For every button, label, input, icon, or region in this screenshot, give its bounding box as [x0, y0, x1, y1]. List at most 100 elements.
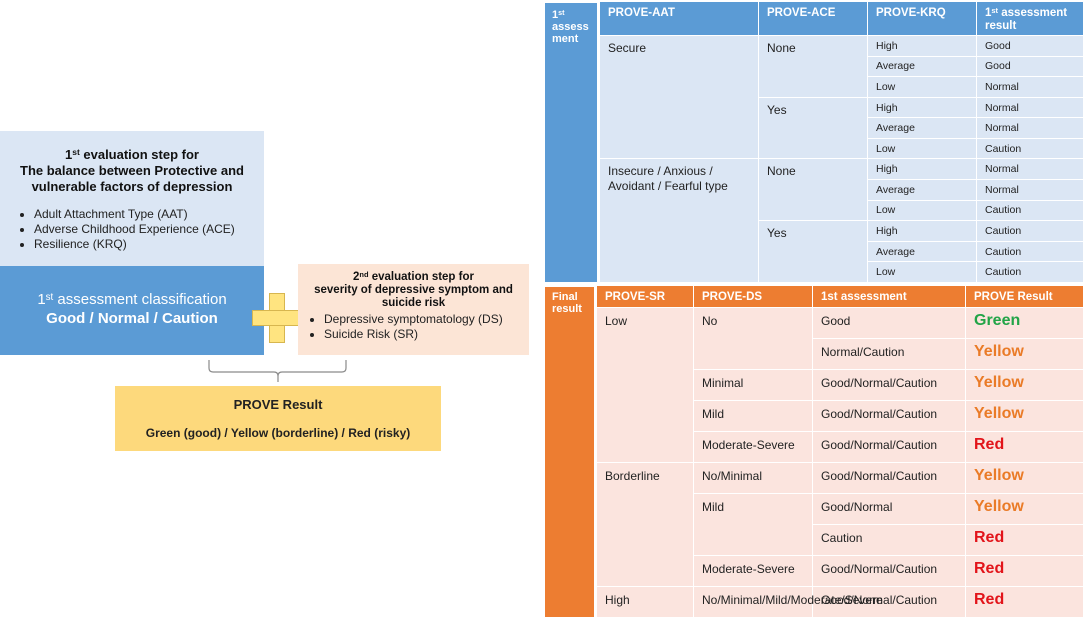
table-cell-assessment: Normal/Caution	[812, 338, 965, 369]
table-cell-result: Yellow	[965, 493, 1083, 524]
table-cell-krq: Low	[867, 199, 976, 221]
table-row: Moderate-Severe Good/Normal/Caution Red	[544, 431, 1083, 462]
table-cell-assessment: Good/Normal/Caution	[812, 555, 965, 586]
table-row: Insecure / Anxious / Avoidant / Fearful …	[544, 158, 1083, 282]
column-header-aat: PROVE-AAT	[599, 2, 758, 35]
column-header-prove-result: PROVE Result	[965, 286, 1083, 307]
table-cell-ds: Moderate-Severe	[693, 555, 812, 586]
table-cell-ace: Yes	[758, 220, 867, 282]
evaluation-step-1-title: 1st evaluation step for The balance betw…	[20, 147, 244, 194]
column-header-first-result: 1st assessment result	[976, 2, 1083, 35]
table-cell-ds: No/Minimal	[693, 462, 812, 493]
table-row: Mild Good/Normal Yellow	[544, 493, 1083, 555]
table-cell-ace: Yes	[758, 96, 867, 159]
table-cell-result: Red	[965, 586, 1083, 617]
list-item: Depressive symptomatology (DS)	[324, 312, 521, 327]
table-cell-result: Good	[976, 55, 1083, 77]
table-row: Average Caution	[544, 240, 1083, 262]
table-cell-sr: Borderline	[596, 462, 693, 586]
table-row: Mild Good/Normal/Caution Yellow	[544, 400, 1083, 431]
evaluation-step-2-title: 2nd evaluation step for severity of depr…	[314, 269, 513, 309]
table-row: Minimal Good/Normal/Caution Yellow	[544, 369, 1083, 400]
evaluation-step-1-box: 1st evaluation step for The balance betw…	[0, 131, 264, 266]
table-cell-krq: High	[867, 35, 976, 56]
table-header-row: 1st assess ment PROVE-AAT PROVE-ACE PROV…	[544, 2, 1083, 282]
table-cell-result: Red	[965, 431, 1083, 462]
table-cell-result: Caution	[976, 240, 1083, 262]
evaluation-step-1-list: Adult Attachment Type (AAT) Adverse Chil…	[8, 207, 256, 252]
first-assessment-table: 1st assess ment PROVE-AAT PROVE-ACE PROV…	[544, 2, 1083, 282]
column-header-sr: PROVE-SR	[596, 286, 693, 307]
table-cell-ds: No/Minimal/Mild/Moderate/Severe	[693, 586, 883, 617]
table-cell-ds: Mild	[693, 400, 812, 431]
table-cell-result: Normal	[976, 117, 1083, 138]
table-cell-result: Caution	[976, 137, 1083, 159]
table-cell-krq: High	[867, 220, 976, 241]
list-item: Adult Attachment Type (AAT)	[34, 207, 256, 222]
table-row: Yes High Normal	[544, 96, 1083, 159]
table-row: Low Caution	[544, 137, 1083, 159]
table-cell-krq: Low	[867, 76, 976, 97]
brace-connector	[208, 360, 347, 382]
list-item: Resilience (KRQ)	[34, 237, 256, 252]
table-cell-ds: Mild	[693, 493, 812, 555]
table-cell-result: Caution	[976, 220, 1083, 241]
list-item: Suicide Risk (SR)	[324, 327, 521, 342]
table-cell-result: Green	[965, 307, 1083, 338]
column-header-first-assessment: 1st assessment	[812, 286, 965, 307]
column-header-ds: PROVE-DS	[693, 286, 812, 307]
table-cell-krq: Low	[867, 261, 976, 282]
table-row: High No/Minimal/Mild/Moderate/Severe Goo…	[544, 586, 1083, 617]
table-cell-result: Normal	[976, 96, 1083, 118]
table-row: Moderate-Severe Good/Normal/Caution Red	[544, 555, 1083, 586]
table-cell-sr: Low	[596, 307, 693, 462]
assessment-classification-box: 1st assessment classification Good / Nor…	[0, 266, 264, 355]
table-row: Average Good	[544, 55, 1083, 77]
table-row: Normal/Caution Yellow	[544, 338, 1083, 369]
assessment-classification-title: 1st assessment classification	[37, 291, 227, 308]
prove-result-subtitle: Green (good) / Yellow (borderline) / Red…	[145, 426, 411, 440]
table-cell-result: Normal	[976, 76, 1083, 97]
list-item: Adverse Childhood Experience (ACE)	[34, 222, 256, 237]
table-header-row: Final result PROVE-SR PROVE-DS 1st asses…	[544, 286, 1083, 617]
table-cell-krq: Average	[867, 179, 976, 200]
column-header-ace: PROVE-ACE	[758, 2, 867, 35]
table-cell-krq: Average	[867, 117, 976, 138]
table-cell-assessment: Good/Normal/Caution	[812, 586, 965, 617]
table-cell-result: Red	[965, 524, 1083, 555]
table-cell-krq: Average	[867, 55, 976, 77]
final-result-side-label: Final result	[544, 286, 596, 617]
table-cell-krq: High	[867, 96, 976, 118]
table-cell-assessment: Good/Normal/Caution	[812, 369, 965, 400]
table-row: Caution Red	[544, 524, 1083, 555]
table-cell-result: Red	[965, 555, 1083, 586]
table-cell-sr: High	[596, 586, 693, 617]
table-cell-krq: Average	[867, 240, 976, 262]
table-cell-result: Yellow	[965, 400, 1083, 431]
table-row: Borderline No/Minimal Good/Normal/Cautio…	[544, 462, 1083, 586]
table-cell-assessment: Good/Normal/Caution	[812, 400, 965, 431]
table-row: Average Normal	[544, 117, 1083, 138]
table-cell-aat: Insecure / Anxious / Avoidant / Fearful …	[599, 158, 758, 282]
assessment-classification-values: Good / Normal / Caution	[46, 310, 218, 327]
evaluation-step-2-list: Depressive symptomatology (DS) Suicide R…	[306, 312, 521, 342]
table-cell-result: Caution	[976, 199, 1083, 221]
table-cell-krq: Low	[867, 137, 976, 159]
table-cell-result: Normal	[976, 179, 1083, 200]
table-cell-ace: None	[758, 158, 867, 221]
table-cell-result: Yellow	[965, 338, 1083, 369]
table-cell-assessment: Good/Normal/Caution	[812, 431, 965, 462]
table-cell-assessment: Caution	[812, 524, 965, 555]
table-cell-ds: Minimal	[693, 369, 812, 400]
table-cell-aat: Secure	[599, 35, 758, 159]
table-cell-assessment: Good/Normal/Caution	[812, 462, 965, 493]
table-cell-ace: None	[758, 35, 867, 97]
table-cell-result: Yellow	[965, 369, 1083, 400]
table-cell-result: Caution	[976, 261, 1083, 282]
column-header-krq: PROVE-KRQ	[867, 2, 976, 35]
table-cell-result: Good	[976, 35, 1083, 56]
plus-icon-center	[270, 311, 284, 325]
evaluation-step-2-box: 2nd evaluation step for severity of depr…	[298, 264, 529, 355]
prove-result-title: PROVE Result	[233, 397, 323, 412]
final-result-table: Final result PROVE-SR PROVE-DS 1st asses…	[544, 286, 1083, 617]
